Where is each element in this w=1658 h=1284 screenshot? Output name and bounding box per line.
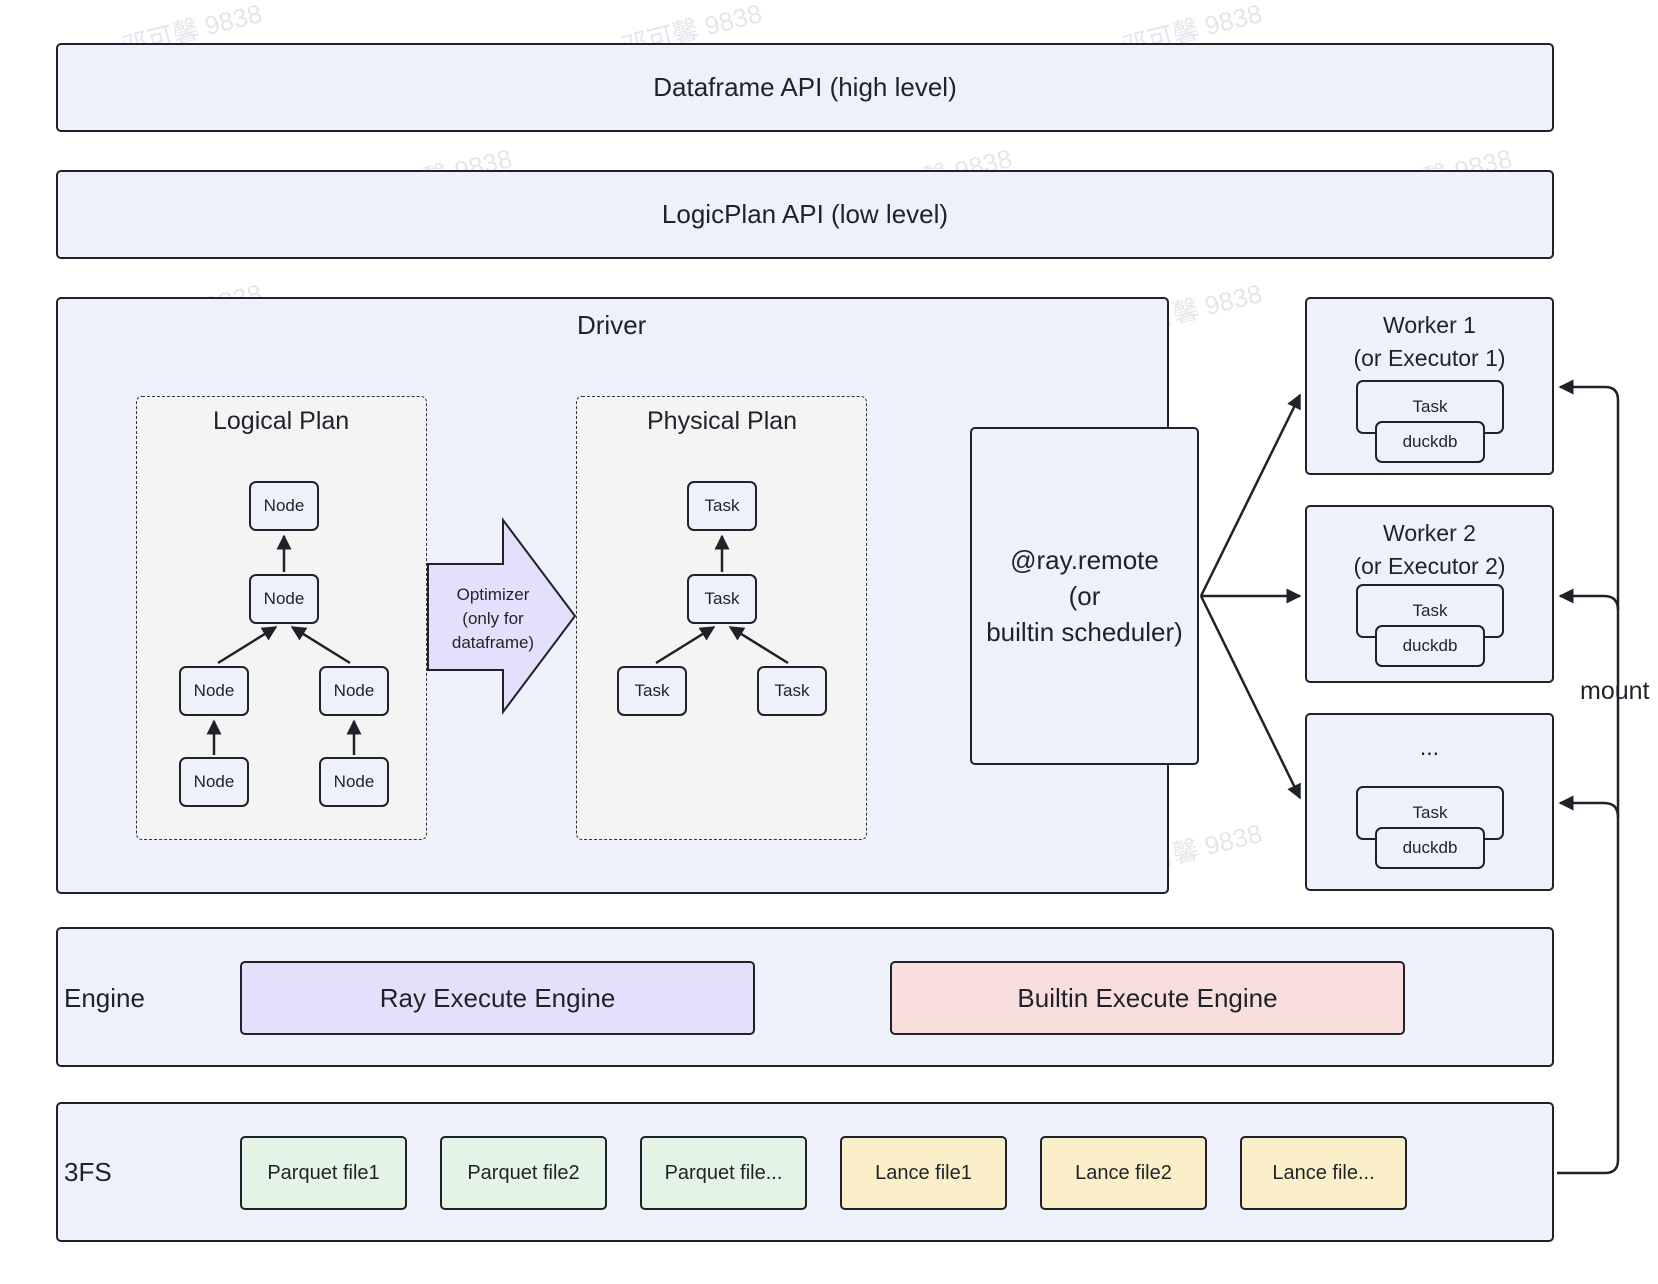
physical-task-root: Task	[687, 481, 757, 531]
lance-file-1: Lance file1	[840, 1136, 1007, 1210]
logical-node-left-leaf: Node	[179, 757, 249, 807]
mount-label: mount	[1578, 677, 1652, 706]
ray-execute-engine: Ray Execute Engine	[240, 961, 755, 1035]
lance-file-2: Lance file2	[1040, 1136, 1207, 1210]
builtin-execute-engine: Builtin Execute Engine	[890, 961, 1405, 1035]
logical-plan-title: Logical Plan	[213, 407, 350, 435]
dataframe-api-label: Dataframe API (high level)	[653, 72, 957, 102]
parquet-file-2: Parquet file2	[440, 1136, 607, 1210]
worker-2-title: Worker 2 (or Executor 2)	[1305, 517, 1554, 583]
parquet-file-more: Parquet file...	[640, 1136, 807, 1210]
physical-task-mid: Task	[687, 574, 757, 624]
worker-3-title: ...	[1305, 731, 1554, 764]
driver-title: Driver	[577, 310, 647, 340]
parquet-file-1: Parquet file1	[240, 1136, 407, 1210]
worker-2-title-line1: Worker 2	[1383, 520, 1476, 546]
logical-node-right-leaf: Node	[319, 757, 389, 807]
worker-1-task-label: Task	[1412, 397, 1448, 416]
worker-3-duckdb: duckdb	[1375, 827, 1485, 869]
worker-3-title-line1: ...	[1419, 734, 1440, 760]
worker-3-task-label: Task	[1412, 803, 1448, 822]
logical-node-mid: Node	[249, 574, 319, 624]
worker-1-title: Worker 1 (or Executor 1)	[1305, 309, 1554, 375]
worker-2-title-line2: (or Executor 2)	[1353, 553, 1506, 579]
scheduler-line1: @ray.remote	[1010, 545, 1159, 575]
optimizer-line3: dataframe)	[451, 633, 535, 652]
lance-file-more: Lance file...	[1240, 1136, 1407, 1210]
worker-1-title-line1: Worker 1	[1383, 312, 1476, 338]
physical-task-right: Task	[757, 666, 827, 716]
engine-label: Engine	[64, 983, 145, 1013]
physical-plan-title: Physical Plan	[647, 407, 798, 435]
worker-1-title-line2: (or Executor 1)	[1353, 345, 1506, 371]
logical-node-left: Node	[179, 666, 249, 716]
optimizer-line2: (only for	[462, 609, 524, 628]
logical-node-right: Node	[319, 666, 389, 716]
scheduler-line3: builtin scheduler)	[986, 617, 1183, 647]
scheduler-line2: (or	[1068, 581, 1101, 611]
scheduler-box: @ray.remote (or builtin scheduler)	[970, 427, 1199, 765]
optimizer-line1: Optimizer	[456, 585, 530, 604]
logical-node-root: Node	[249, 481, 319, 531]
worker-2-task-label: Task	[1412, 601, 1448, 620]
logicplan-api-layer: LogicPlan API (low level)	[56, 170, 1554, 259]
3fs-label: 3FS	[64, 1157, 112, 1187]
dataframe-api-layer: Dataframe API (high level)	[56, 43, 1554, 132]
worker-2-duckdb: duckdb	[1375, 625, 1485, 667]
optimizer-label: Optimizer (only for dataframe)	[428, 583, 558, 655]
physical-task-left: Task	[617, 666, 687, 716]
worker-1-duckdb: duckdb	[1375, 421, 1485, 463]
logicplan-api-label: LogicPlan API (low level)	[661, 199, 949, 229]
